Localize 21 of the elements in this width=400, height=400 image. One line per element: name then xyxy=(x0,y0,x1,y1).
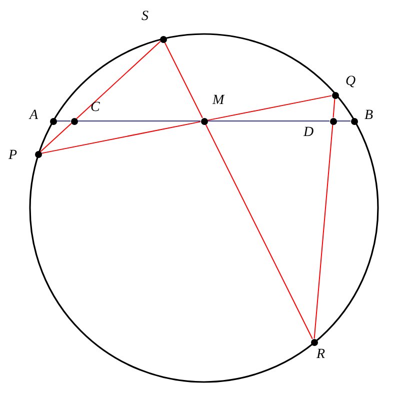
point-label: B xyxy=(364,108,374,122)
line-segment xyxy=(336,120,351,122)
line-segment xyxy=(207,120,330,122)
point-label: S xyxy=(142,10,148,24)
line-segment xyxy=(77,120,201,122)
line-segment xyxy=(206,95,332,121)
line-segment xyxy=(40,121,202,154)
line-segment xyxy=(76,40,161,120)
point-label: D xyxy=(304,126,314,140)
point-label: A xyxy=(30,108,38,122)
point-label: C xyxy=(90,100,100,114)
point-label: Q xyxy=(346,74,356,88)
line-segment xyxy=(56,120,71,122)
point-label: R xyxy=(316,348,326,362)
point-label: P xyxy=(8,148,18,162)
line-segment xyxy=(164,42,203,118)
point-label: M xyxy=(212,94,224,108)
line-segment xyxy=(205,124,313,340)
line-segment xyxy=(314,124,334,340)
line-segment xyxy=(40,122,72,152)
line-segment xyxy=(332,98,336,118)
